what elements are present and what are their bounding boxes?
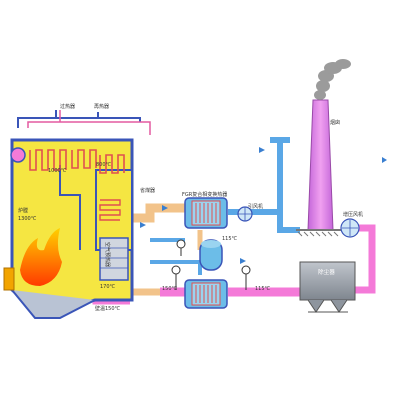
- label-wall-temp: 壁温150℃: [95, 305, 121, 312]
- label-temp-115-bottom: 115℃: [255, 286, 271, 292]
- flow-arrows: [140, 147, 387, 264]
- gauge-icon: [176, 239, 186, 249]
- gauge-icon: [241, 265, 251, 275]
- arrow-icon: [240, 258, 246, 264]
- steam-pipes: [17, 110, 151, 135]
- label-temp-800: 800℃: [96, 162, 112, 168]
- reheater-coil: [99, 154, 125, 174]
- label-furnace: 炉膛: [18, 207, 28, 214]
- steam-drum: [10, 147, 26, 163]
- label-reheater: 再热器: [94, 103, 109, 110]
- label-chimney: 烟囱: [330, 119, 340, 126]
- label-temp-150: 150℃: [162, 286, 178, 292]
- flame-icon: [20, 228, 62, 286]
- label-temp-115-top: 115℃: [222, 236, 238, 242]
- label-booster-fan: 增压风机: [343, 211, 363, 218]
- label-dust-collector: 除尘器: [318, 268, 335, 276]
- gauge-icon: [171, 265, 181, 275]
- label-induced-fan: 引风机: [248, 203, 263, 210]
- arrow-icon: [140, 222, 146, 228]
- arrow-icon: [382, 157, 387, 163]
- air-preheater: [99, 237, 129, 281]
- chimney: [296, 59, 351, 237]
- boiler: [3, 138, 134, 319]
- arrow-icon: [162, 205, 168, 211]
- label-temp-1000: 1000℃: [48, 168, 67, 174]
- induced-fan: [237, 206, 253, 222]
- dust-collector: [299, 261, 356, 313]
- superheater-coil: [29, 149, 67, 171]
- label-superheater: 过热器: [60, 103, 75, 110]
- smoke-icon: [314, 59, 351, 100]
- label-temp-170: 170℃: [100, 284, 116, 290]
- pressure-gauges: [171, 239, 251, 290]
- economizer-coil: [99, 199, 121, 221]
- burner: [3, 267, 15, 291]
- label-air-preheater: 空气预热器: [104, 242, 111, 267]
- fgr-exchanger-upper: [184, 197, 228, 229]
- label-economizer: 省煤器: [140, 187, 155, 194]
- intermediate-tank: [199, 239, 223, 271]
- label-furnace-temp: 1300℃: [18, 216, 37, 222]
- arrow-icon: [259, 147, 265, 153]
- label-fgr-exchanger: FGR复合相变换热器: [182, 191, 227, 198]
- fgr-exchanger-lower: [184, 279, 228, 309]
- booster-fan: [340, 218, 360, 238]
